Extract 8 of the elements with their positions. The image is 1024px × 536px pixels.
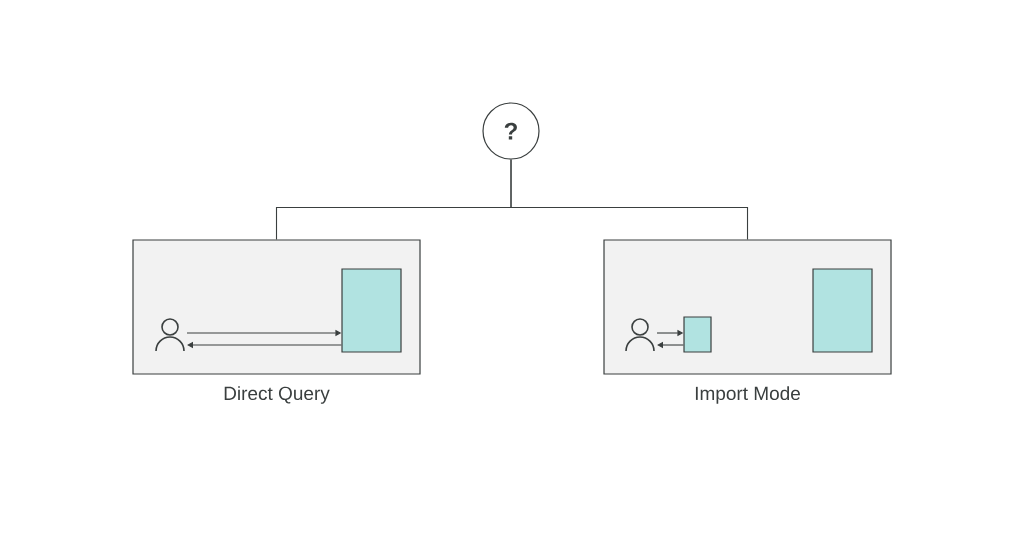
person-icon (625, 318, 655, 352)
connector-line (510, 159, 749, 240)
storage-box (683, 316, 712, 353)
storage-box (341, 268, 402, 353)
node-label: Import Mode (695, 386, 800, 404)
storage-box (812, 268, 873, 353)
node-label: Direct Query (224, 386, 330, 404)
person-icon (155, 318, 185, 352)
